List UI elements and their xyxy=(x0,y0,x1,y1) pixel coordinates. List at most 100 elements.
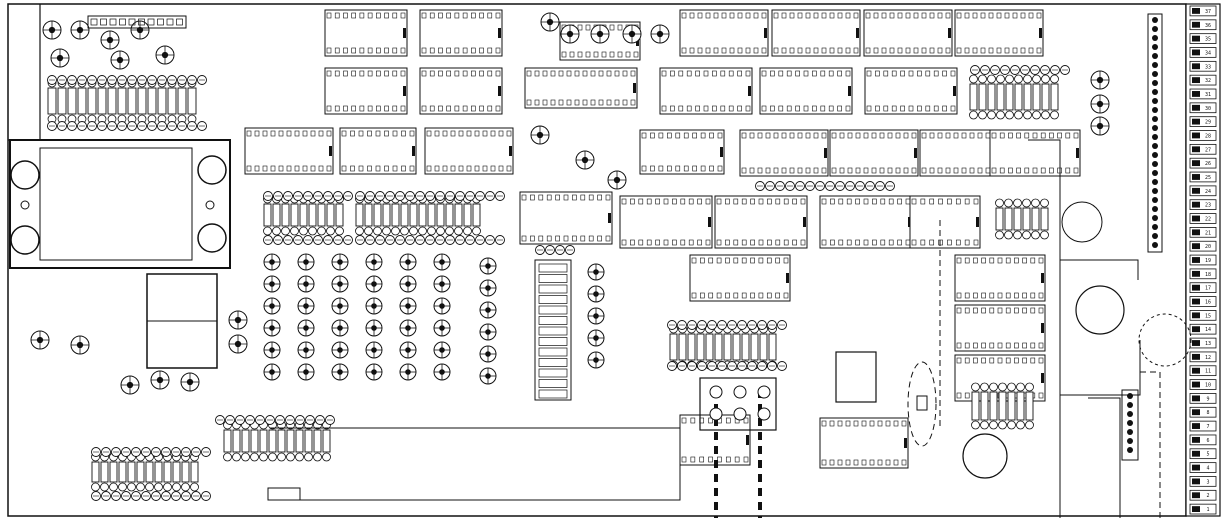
ic-body xyxy=(819,195,913,249)
ic-chip xyxy=(954,9,1044,57)
ic-pin xyxy=(964,342,970,349)
ic-pin xyxy=(310,165,316,172)
ic-body xyxy=(819,417,909,469)
ic-pin xyxy=(829,12,835,19)
connector-pin-label: 24 xyxy=(1205,189,1211,195)
ic-pin xyxy=(650,132,655,139)
resistor xyxy=(995,207,1004,231)
ic-pin xyxy=(1004,47,1010,54)
transistor-dot xyxy=(596,30,604,38)
connector-pin xyxy=(1189,227,1217,238)
trace xyxy=(1060,340,1141,396)
ic-pin xyxy=(775,198,781,205)
connector-body xyxy=(1185,3,1221,517)
ic-pin xyxy=(947,198,952,205)
transistor-dot xyxy=(303,281,309,287)
ic-pin xyxy=(625,51,631,58)
transistor-dot xyxy=(303,325,309,331)
ic-pin xyxy=(683,132,689,139)
ic-pin xyxy=(797,167,803,174)
connector-pin xyxy=(1189,462,1217,473)
ic-pin xyxy=(953,132,959,139)
resistor xyxy=(107,87,117,115)
transistor-dot xyxy=(303,347,309,353)
ic-pin xyxy=(1024,167,1030,174)
ic-pin xyxy=(955,239,961,246)
resistor-pad xyxy=(995,230,1004,240)
connector-pin-fill xyxy=(1192,257,1200,263)
ic-pin xyxy=(566,70,572,77)
resistor xyxy=(118,461,127,483)
resistor-pad xyxy=(304,452,313,462)
resistor xyxy=(741,333,750,361)
resistor xyxy=(687,333,696,361)
transistor-dot xyxy=(371,369,377,375)
connector-pin-label: 34 xyxy=(1205,50,1211,56)
ic-pin xyxy=(358,130,364,137)
resistor xyxy=(538,368,568,378)
ic-pin xyxy=(997,307,1003,314)
header-pin xyxy=(109,18,117,26)
transistor-dot xyxy=(405,303,411,309)
ic-pin xyxy=(678,105,684,112)
ic-pin xyxy=(758,198,764,205)
resistor xyxy=(167,87,177,115)
ic-pin xyxy=(855,167,861,174)
ic-pin xyxy=(343,47,348,54)
transistor xyxy=(575,150,595,170)
ic-pin xyxy=(351,47,356,54)
ic-pin xyxy=(757,167,763,174)
ic-pin xyxy=(813,132,819,139)
ic-pin xyxy=(973,239,979,246)
ic-pin xyxy=(725,456,731,463)
ic-pin xyxy=(367,165,372,172)
ic-pin xyxy=(913,47,919,54)
resistor-pad xyxy=(418,226,427,236)
ic-chip xyxy=(619,195,713,249)
transistor xyxy=(399,275,417,293)
resistor-pad xyxy=(1016,420,1025,430)
connector-pin xyxy=(1189,116,1217,127)
header-pin xyxy=(1127,402,1133,408)
ic-pin xyxy=(938,198,943,205)
ic-pin xyxy=(972,12,978,19)
transistor-dot xyxy=(656,30,664,38)
ic-pin xyxy=(969,167,975,174)
transistor xyxy=(365,297,383,315)
trace xyxy=(1060,259,1139,280)
connector-pin-label: 15 xyxy=(1205,313,1211,319)
resistor-pad xyxy=(373,226,382,236)
ic-notch xyxy=(403,28,406,38)
resistor xyxy=(445,203,454,227)
ic-pin xyxy=(775,239,781,246)
ic-pin xyxy=(343,70,348,77)
ic-pin xyxy=(1005,357,1011,364)
ic-pin xyxy=(721,12,727,19)
transistor xyxy=(228,334,248,354)
regulator xyxy=(1061,201,1103,243)
ic-pin xyxy=(609,24,615,31)
ic-chip xyxy=(819,195,913,249)
ic-pin xyxy=(729,47,735,54)
resistor xyxy=(190,461,199,483)
resistor-pad xyxy=(400,226,409,236)
ic-pin xyxy=(905,12,911,19)
ic-pin xyxy=(933,105,939,112)
ic-pin xyxy=(863,167,869,174)
transistor-dot xyxy=(485,263,491,269)
ic-pin xyxy=(789,132,795,139)
ic-pin xyxy=(973,292,978,299)
ic-pin xyxy=(580,194,586,201)
ic-pin xyxy=(454,70,460,77)
ic-pin xyxy=(872,239,877,246)
ic-pin xyxy=(950,105,956,112)
resistor xyxy=(322,429,331,453)
ic-pin xyxy=(699,456,705,463)
ic-pin xyxy=(392,130,398,137)
ic-notch xyxy=(412,146,415,156)
pin-header xyxy=(87,15,187,29)
ic-pin xyxy=(713,12,719,19)
connector-pin-fill xyxy=(1192,395,1200,402)
ic-pin xyxy=(270,165,276,172)
ic-pin xyxy=(758,239,764,246)
